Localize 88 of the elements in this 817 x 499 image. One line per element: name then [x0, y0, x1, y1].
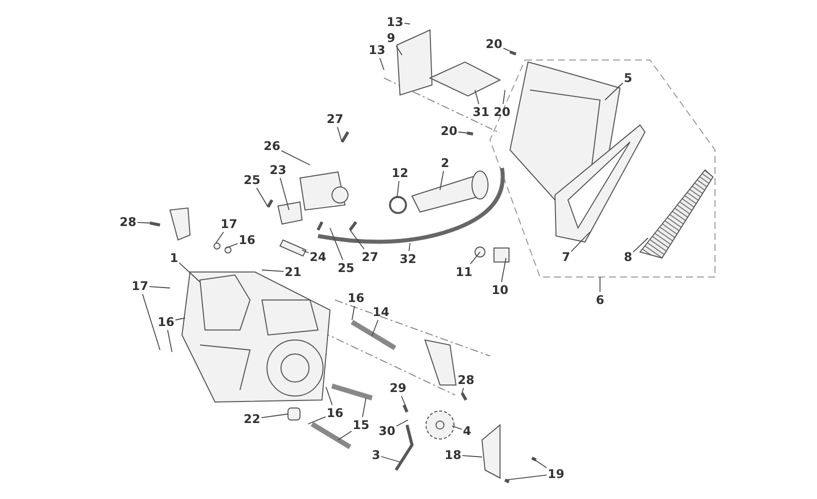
callout-number: 7 — [562, 250, 570, 264]
leader-line — [632, 238, 648, 253]
callout-number: 1 — [170, 251, 178, 265]
callout-number: 26 — [264, 139, 280, 153]
leader-line — [362, 398, 366, 418]
leader-line — [396, 46, 402, 56]
callout-number: 20 — [440, 124, 458, 138]
leader-line — [458, 132, 468, 134]
callout-number: 6 — [596, 293, 604, 307]
leader-line — [256, 188, 268, 208]
callout-number: 29 — [390, 381, 406, 395]
leader-line — [501, 258, 506, 282]
leader-line — [462, 455, 482, 458]
callout-number: 31 — [472, 105, 490, 119]
leader-line — [502, 90, 506, 104]
leader-line — [504, 474, 548, 480]
leader-line — [532, 458, 548, 468]
leader-line — [400, 396, 406, 408]
callout-number: 13 — [368, 43, 386, 57]
callout-number: 28 — [120, 215, 136, 229]
leader-line — [502, 48, 512, 52]
leader-line — [280, 150, 310, 166]
callout-number: 32 — [400, 252, 416, 266]
leader-line — [372, 320, 378, 336]
callout-number: 24 — [310, 250, 326, 264]
leader-line — [408, 242, 410, 252]
leader-line — [136, 222, 150, 224]
callout-number: 16 — [326, 406, 344, 420]
leader-line — [338, 430, 352, 440]
callout-number: 2 — [440, 156, 450, 170]
callout-number: 16 — [348, 291, 364, 305]
callout-number: 9 — [386, 31, 396, 45]
callout-number: 30 — [378, 424, 396, 438]
callout-number: 21 — [284, 265, 302, 279]
callout-number: 5 — [624, 71, 632, 85]
callout-number: 3 — [372, 448, 380, 462]
leader-line — [308, 416, 326, 424]
callout-number: 14 — [372, 305, 390, 319]
leader-line — [352, 306, 355, 320]
leader-line — [302, 250, 310, 254]
leader-line — [570, 232, 590, 252]
leader-line — [142, 294, 160, 350]
callout-number: 17 — [132, 279, 148, 293]
callout-number: 11 — [456, 265, 472, 279]
callout-number: 16 — [158, 315, 174, 329]
leader-line — [326, 386, 333, 406]
leader-line — [474, 90, 480, 104]
callout-number: 27 — [326, 112, 344, 126]
leader-line — [440, 170, 444, 190]
leader-line — [178, 262, 200, 282]
leader-line — [262, 270, 284, 272]
leader-line — [148, 286, 170, 288]
leader-line — [452, 426, 462, 430]
callout-number: 17 — [220, 217, 238, 231]
leader-line — [330, 228, 344, 260]
leader-line — [336, 126, 342, 142]
callout-number: 16 — [238, 233, 256, 247]
callout-number: 15 — [352, 418, 370, 432]
callout-number: 19 — [548, 467, 564, 481]
leader-line — [404, 22, 410, 24]
callout-number: 8 — [624, 250, 632, 264]
leader-line — [470, 252, 480, 264]
leader-line — [260, 414, 288, 418]
callout-number: 13 — [386, 15, 404, 29]
callout-number: 20 — [494, 105, 510, 119]
callout-number: 18 — [444, 448, 462, 462]
leader-line — [396, 180, 400, 198]
callout-number: 25 — [244, 173, 260, 187]
callout-number: 20 — [486, 37, 502, 51]
leader-line — [604, 82, 624, 100]
leader-line — [174, 318, 186, 320]
leader-line — [462, 388, 464, 394]
leader-line — [396, 420, 408, 427]
callout-number: 10 — [492, 283, 508, 297]
callout-number: 28 — [458, 373, 474, 387]
leader-line — [380, 456, 400, 462]
callout-number: 25 — [338, 261, 354, 275]
callout-number: 12 — [392, 166, 408, 180]
callout-number: 23 — [270, 163, 286, 177]
leader-line — [379, 58, 384, 70]
callout-number: 4 — [462, 424, 472, 438]
callout-number: 27 — [362, 250, 378, 264]
leader-line — [280, 178, 290, 210]
callout-number: 22 — [244, 412, 260, 426]
leader-line — [216, 232, 224, 244]
leader-line — [226, 243, 238, 248]
leader-line — [167, 330, 172, 352]
leader-line — [350, 230, 365, 250]
